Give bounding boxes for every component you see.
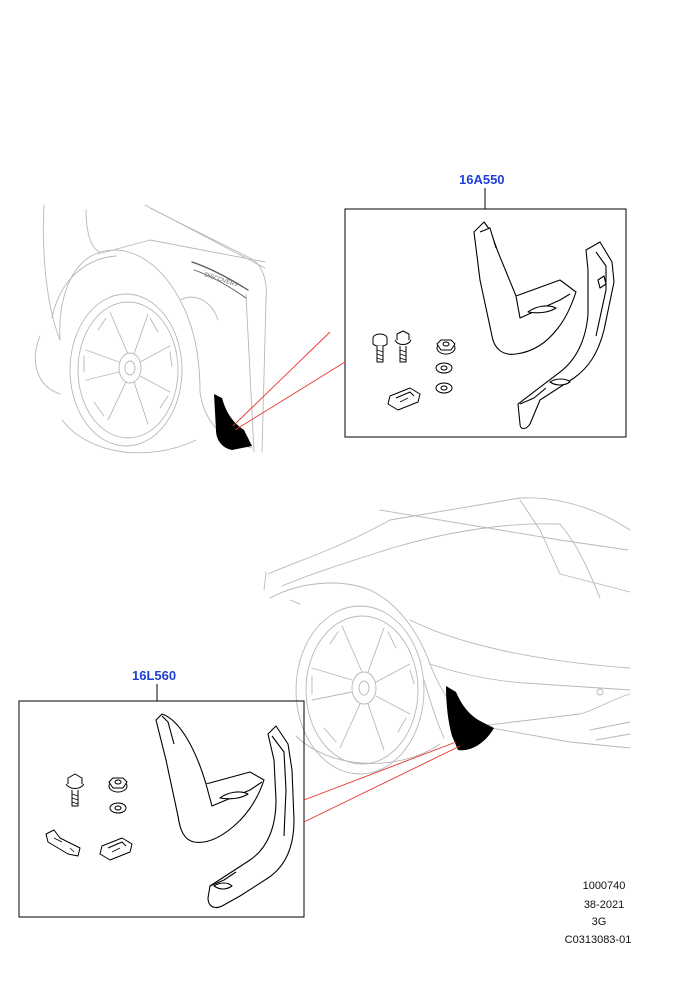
top-part-number-link[interactable]: 16A550 — [459, 172, 505, 187]
top-parts-box — [344, 188, 627, 438]
reference-line-2: 38-2021 — [583, 899, 625, 911]
top-fasteners — [372, 330, 456, 411]
top-mudflap-left-part — [473, 221, 577, 355]
bottom-parts-box — [18, 684, 305, 918]
rear-mudflap-installed — [446, 686, 494, 751]
top-mudflap-right-part — [517, 241, 615, 430]
rear-vehicle-illustration — [263, 497, 631, 775]
reference-line-4: C0313083-01 — [564, 934, 632, 946]
reference-line-1: 1000740 — [582, 880, 626, 892]
front-mudflap-installed — [214, 394, 252, 450]
top-leader-lines — [232, 331, 346, 431]
bottom-mudflap-left-part — [155, 713, 265, 843]
bottom-mudflap-right-part — [207, 725, 295, 909]
bottom-part-number-link[interactable]: 16L560 — [132, 668, 177, 683]
bottom-leader-lines — [303, 741, 461, 823]
bottom-fasteners — [45, 773, 133, 861]
front-vehicle-illustration: DISCOVERY — [34, 204, 267, 454]
reference-line-3: 3G — [591, 916, 607, 928]
